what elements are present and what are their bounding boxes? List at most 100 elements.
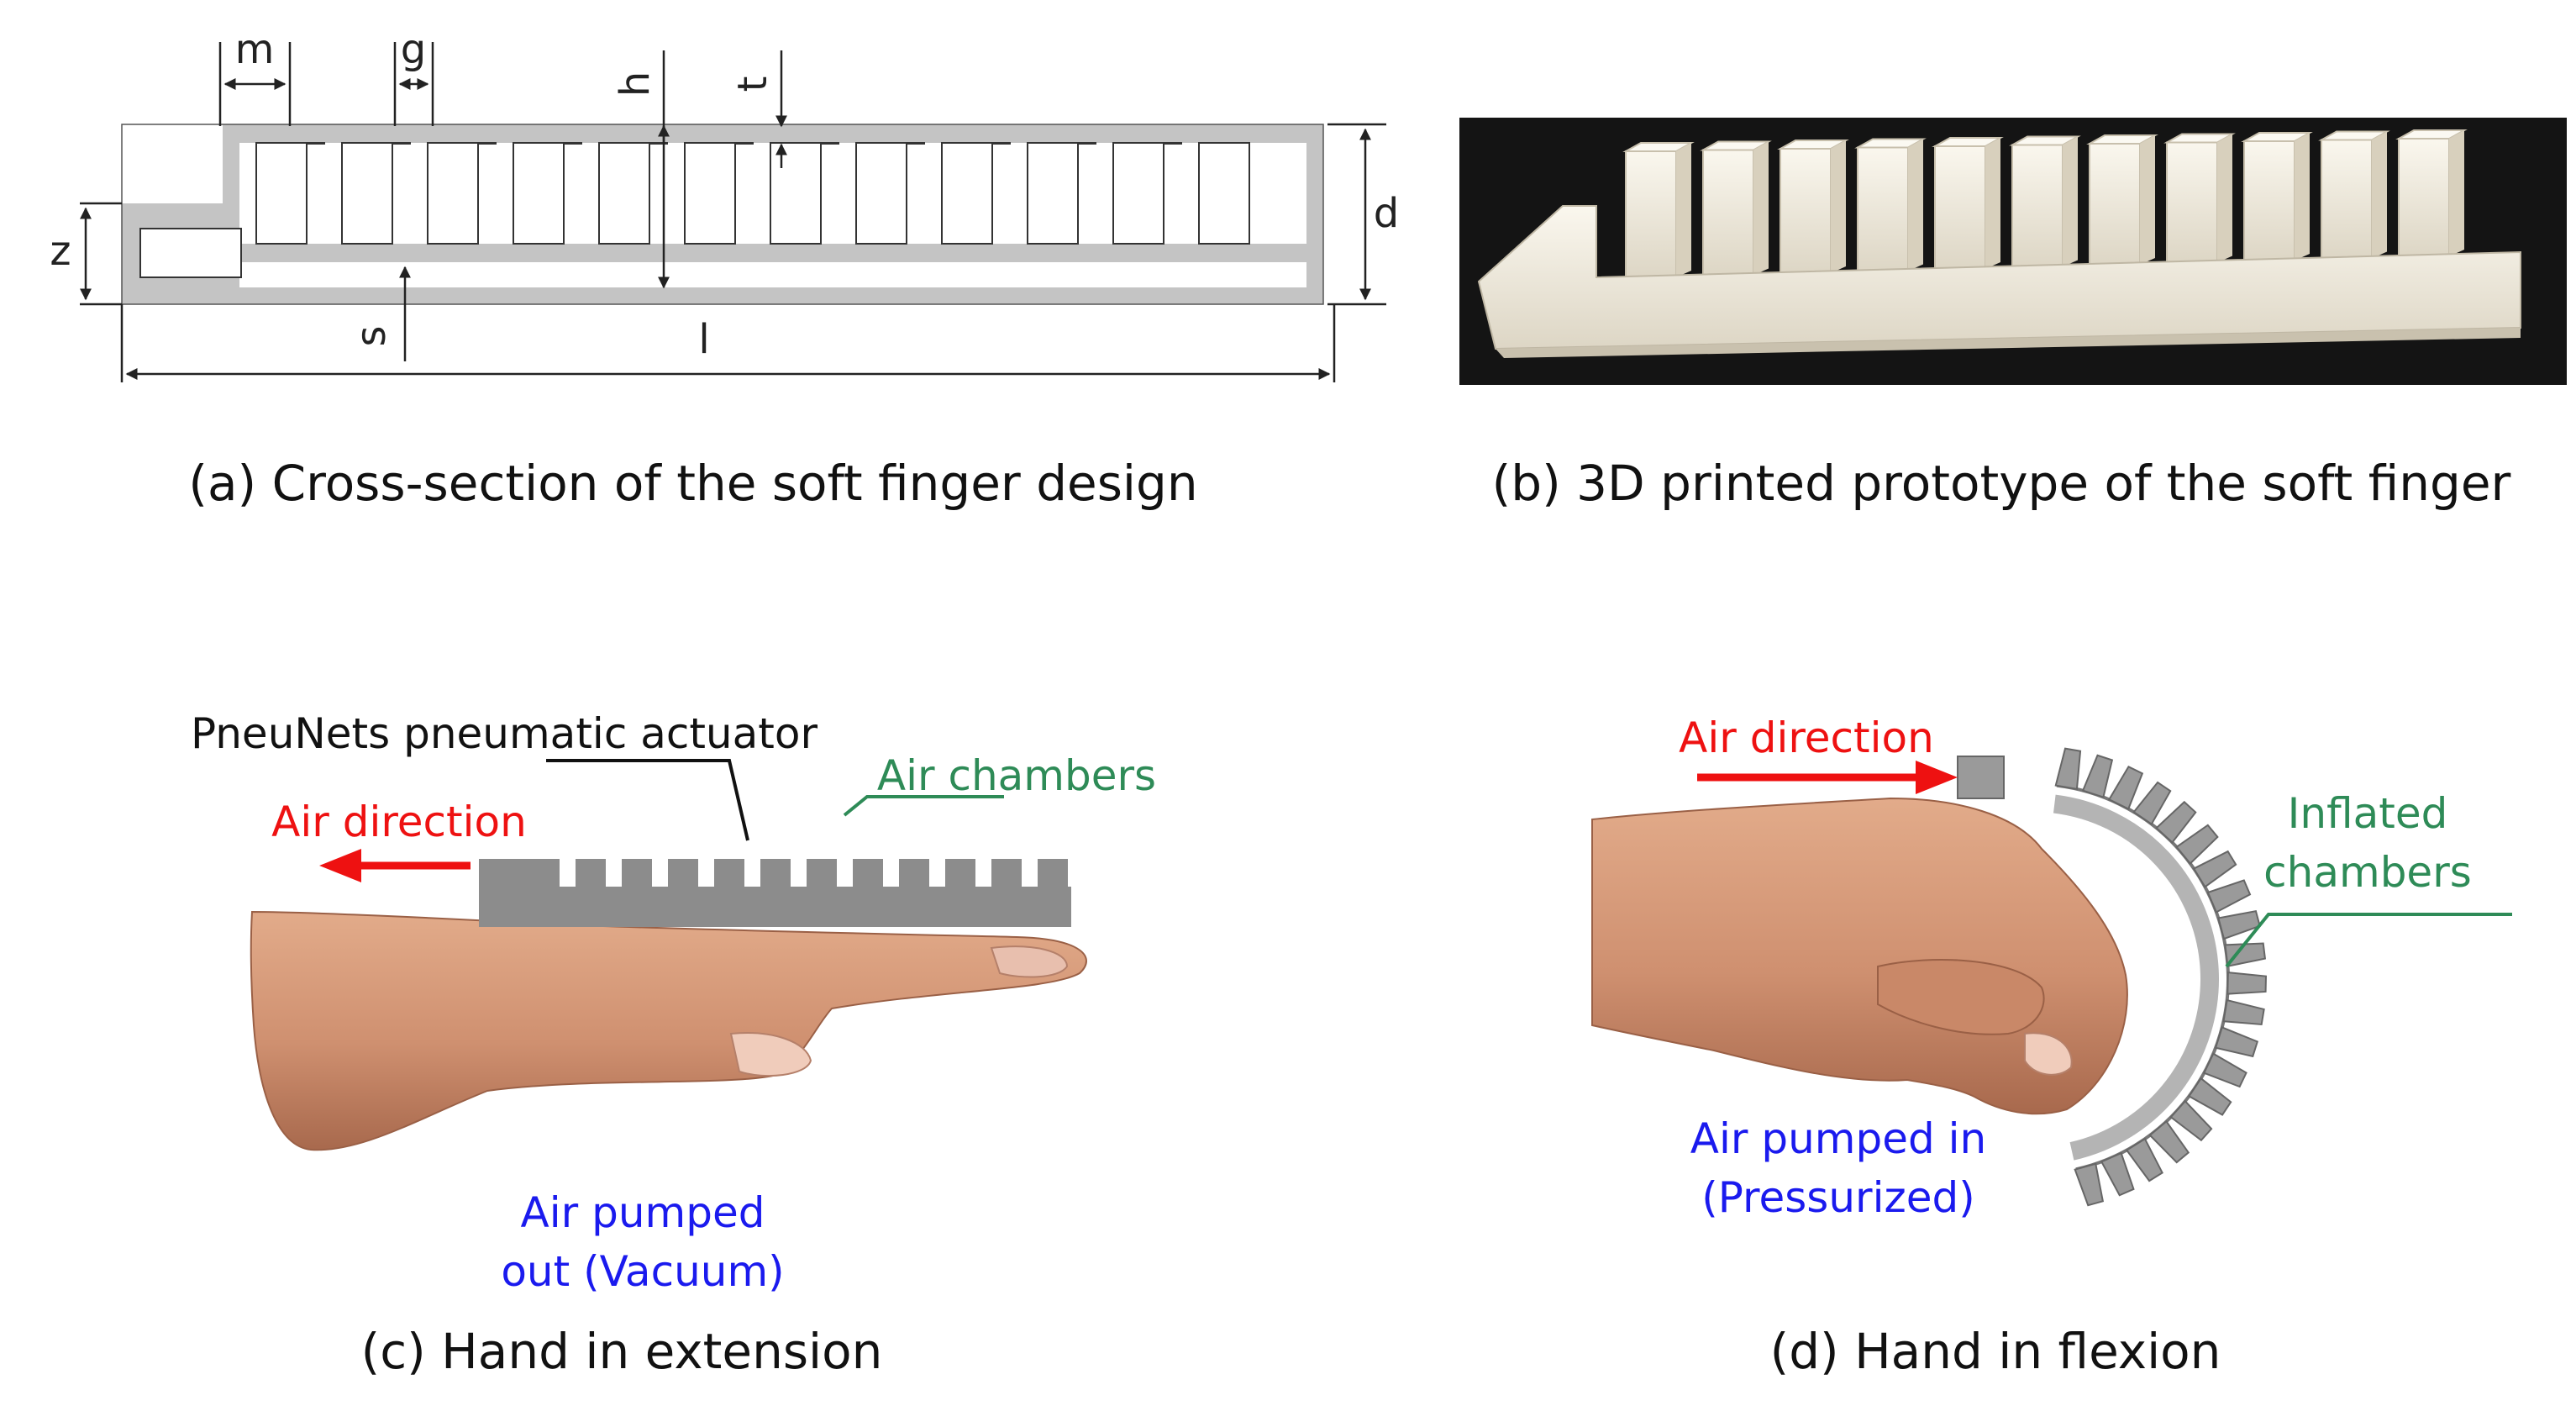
chamber-cutout bbox=[941, 142, 993, 245]
prototype-block-side bbox=[1831, 140, 1846, 273]
inflated-chambers-leader-line bbox=[2225, 913, 2512, 968]
panel-b-prototype-photo: (b) 3D printed prototype of the soft fin… bbox=[1459, 118, 2567, 512]
chamber-gap bbox=[478, 142, 497, 145]
inflated-chamber bbox=[2148, 1119, 2190, 1164]
air-state-line2-c: out (Vacuum) bbox=[501, 1247, 784, 1296]
chamber-cutout bbox=[1198, 142, 1250, 245]
chamber-cutout bbox=[770, 142, 822, 245]
prototype-base-shadow bbox=[1496, 328, 2521, 358]
inflated-chamber bbox=[2107, 765, 2144, 810]
chamber-gap bbox=[735, 142, 754, 145]
air-state-line2-d: (Pressurized) bbox=[1701, 1173, 1975, 1222]
dim-s: s bbox=[348, 325, 395, 346]
actuator-chamber bbox=[760, 859, 791, 893]
inflated-chamber bbox=[2155, 800, 2197, 844]
inflated-chamber bbox=[2214, 1026, 2259, 1058]
dim-g: g bbox=[401, 26, 426, 73]
actuator-label: PneuNets pneumatic actuator bbox=[191, 709, 817, 758]
caption-c: (c) Hand in extension bbox=[361, 1323, 883, 1380]
inflated-chamber bbox=[2125, 1137, 2163, 1182]
curved-actuator-step bbox=[1957, 756, 2005, 799]
chamber-cutout bbox=[513, 142, 565, 245]
prototype-chambers bbox=[1622, 129, 2468, 278]
prototype-block-front bbox=[2011, 144, 2063, 268]
caption-d: (d) Hand in flexion bbox=[1770, 1323, 2221, 1380]
cross-section-walls bbox=[122, 124, 1323, 304]
prototype-block-front bbox=[1857, 146, 1909, 272]
actuator-chamber bbox=[807, 859, 837, 893]
dimension-lines bbox=[80, 42, 1386, 382]
prototype-block-side bbox=[2449, 130, 2464, 256]
thumbnail-extension bbox=[729, 1032, 812, 1077]
prototype-block-front bbox=[1702, 149, 1754, 276]
air-state-line1-d: Air pumped in bbox=[1690, 1114, 1986, 1163]
chamber-cutout bbox=[341, 142, 393, 245]
actuator-chamber bbox=[576, 859, 606, 893]
chamber-gap bbox=[1078, 142, 1096, 145]
actuator-chamber bbox=[529, 859, 560, 893]
panel-a-cross-section: m g h t d z s l (a) Cross-section of the… bbox=[50, 26, 1399, 512]
inflated-chamber bbox=[2081, 754, 2114, 798]
actuator-curved bbox=[1957, 747, 2267, 1207]
prototype-block-side bbox=[2217, 134, 2232, 263]
chamber-gap bbox=[564, 142, 582, 145]
actuator-chamber bbox=[1038, 859, 1068, 893]
chamber-gap bbox=[392, 142, 411, 145]
prototype-block-front bbox=[2321, 139, 2373, 260]
chamber-cutout bbox=[598, 142, 650, 245]
actuator-base bbox=[479, 887, 1071, 927]
prototype-block-side bbox=[2295, 133, 2310, 261]
prototype-block-side bbox=[1753, 141, 1769, 276]
prototype-block-side bbox=[1676, 143, 1691, 277]
chamber-gap bbox=[649, 142, 668, 145]
chambers-leader-line bbox=[843, 795, 1004, 817]
caption-b: (b) 3D printed prototype of the soft fin… bbox=[1492, 455, 2511, 512]
dim-d: d bbox=[1374, 190, 1399, 237]
air-direction-arrow-d bbox=[1697, 761, 1958, 794]
thumbnail-flexion bbox=[2024, 1032, 2073, 1076]
inflated-chamber bbox=[2222, 998, 2265, 1026]
prototype-block-front bbox=[2089, 143, 2141, 266]
prototype-block-side bbox=[2372, 131, 2387, 259]
prototype-block-front bbox=[2243, 140, 2295, 261]
chamber-gap bbox=[307, 142, 325, 145]
chamber-cutout bbox=[1112, 142, 1164, 245]
chamber-gap bbox=[821, 142, 839, 145]
dim-l: l bbox=[698, 316, 709, 363]
air-direction-arrow-c bbox=[319, 849, 471, 882]
prototype-block-side bbox=[2063, 136, 2078, 267]
prototype-block-side bbox=[2140, 135, 2155, 265]
actuator-chamber bbox=[714, 859, 744, 893]
actuator-step bbox=[479, 859, 529, 893]
air-inlet-channel bbox=[139, 228, 242, 278]
dim-t: t bbox=[729, 76, 776, 92]
prototype-block-front bbox=[2398, 138, 2450, 257]
thumb-flexion bbox=[1877, 959, 2045, 1035]
inflated-chambers-line1: Inflated bbox=[2288, 789, 2448, 838]
chamber-cutout bbox=[855, 142, 907, 245]
chamber-cutout bbox=[255, 142, 308, 245]
prototype-block-side bbox=[1985, 138, 2000, 269]
actuator-chamber bbox=[668, 859, 698, 893]
actuator-leader-line bbox=[546, 759, 749, 841]
inflated-chamber bbox=[2224, 942, 2267, 967]
prototype-block-front bbox=[1934, 145, 1986, 270]
cross-section-outline bbox=[121, 124, 1324, 305]
dim-z: z bbox=[50, 228, 71, 275]
inflated-chamber bbox=[2192, 850, 2237, 888]
caption-a: (a) Cross-section of the soft finger des… bbox=[188, 455, 1197, 512]
actuator-chamber bbox=[991, 859, 1022, 893]
inflated-chamber bbox=[2132, 781, 2172, 826]
chamber-gap bbox=[907, 142, 925, 145]
inflated-chamber bbox=[2188, 1077, 2232, 1116]
chamber-cutout bbox=[684, 142, 736, 245]
panel-c-hand-extension: PneuNets pneumatic actuator Air chambers… bbox=[191, 709, 1156, 1380]
inflated-chamber bbox=[2206, 879, 2252, 914]
panel-d-hand-flexion: Air direction Inflated chambers Air pump… bbox=[1591, 714, 2512, 1380]
inflated-chamber bbox=[2074, 1162, 2105, 1207]
inflated-chamber bbox=[2226, 972, 2267, 995]
inflated-chamber bbox=[2100, 1151, 2135, 1197]
inflated-chambers-line2: chambers bbox=[2263, 848, 2472, 897]
actuator-chamber bbox=[945, 859, 975, 893]
